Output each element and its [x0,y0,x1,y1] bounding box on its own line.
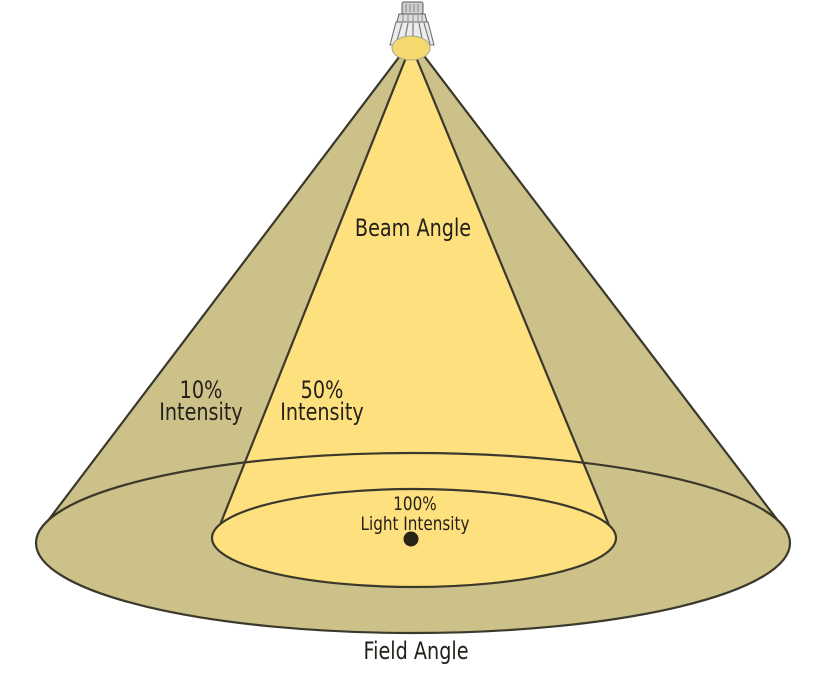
field-angle-label: Field Angle [363,637,469,665]
bulb-cap-ridges [405,4,419,12]
field-ellipse-outline [34,451,792,635]
bulb-collar-ridges [402,15,423,21]
bulb-lens [391,35,431,61]
intensity-10-word: Intensity [159,398,243,426]
intensity-50-value: 50% [300,376,344,404]
intensity-100-value: 100% [393,493,437,515]
intensity-50-label: 50% Intensity [280,376,364,426]
intensity-10-label: 10% Intensity [159,376,243,426]
beam-angle-label: Beam Angle [354,214,472,242]
intensity-100-word: Light Intensity [360,513,470,535]
beam-center-dot [403,531,419,547]
intensity-10-value: 10% [179,376,223,404]
bulb-reflector-facets [395,22,431,45]
bulb-cap [401,1,424,15]
intensity-100-label: 100% Light Intensity [361,494,470,534]
intensity-50-word: Intensity [280,398,364,426]
